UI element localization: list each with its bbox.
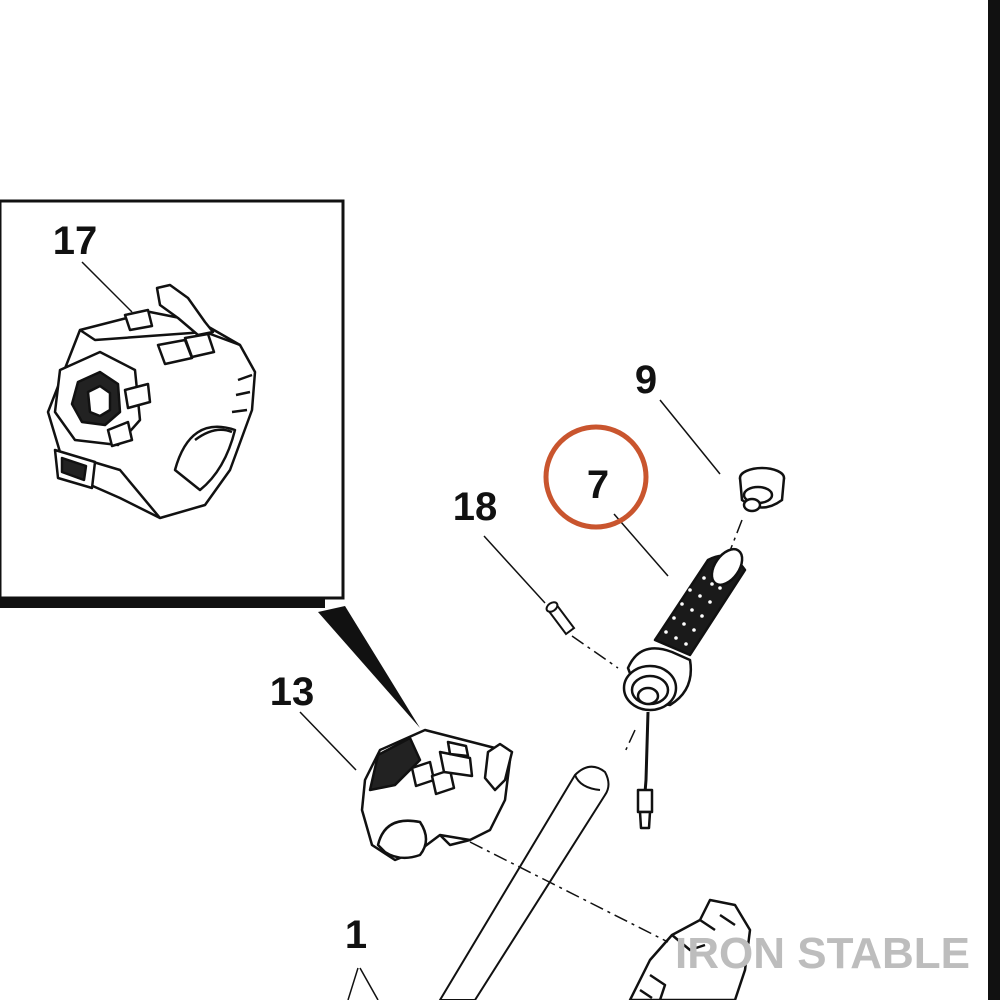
callout-9: 9 (635, 358, 657, 402)
callout-7: 7 (587, 463, 609, 507)
part-9-end-cap (738, 466, 786, 513)
callout-17: 17 (53, 219, 98, 263)
part-13-switch-housing (360, 728, 514, 862)
lower-control-mount (628, 898, 752, 1000)
leader-7 (613, 513, 669, 577)
callout-1: 1 (345, 913, 367, 957)
inset-pointer (318, 606, 420, 728)
handlebar-tube (438, 765, 610, 1000)
leader-9 (659, 399, 721, 475)
watermark: IRON STABLE (675, 929, 970, 978)
callout-18: 18 (453, 485, 498, 529)
leader-18 (483, 535, 546, 604)
part-7-heated-grip (622, 547, 747, 830)
leader-1 (347, 967, 379, 1000)
grip-texture (664, 576, 722, 646)
highlight-ring (543, 424, 649, 530)
callout-13: 13 (270, 670, 315, 714)
right-border (988, 0, 1000, 1000)
part-17-switch-housing (46, 283, 257, 520)
part-18-screw (545, 601, 576, 636)
leader-17 (81, 261, 133, 313)
leader-13 (299, 711, 357, 771)
